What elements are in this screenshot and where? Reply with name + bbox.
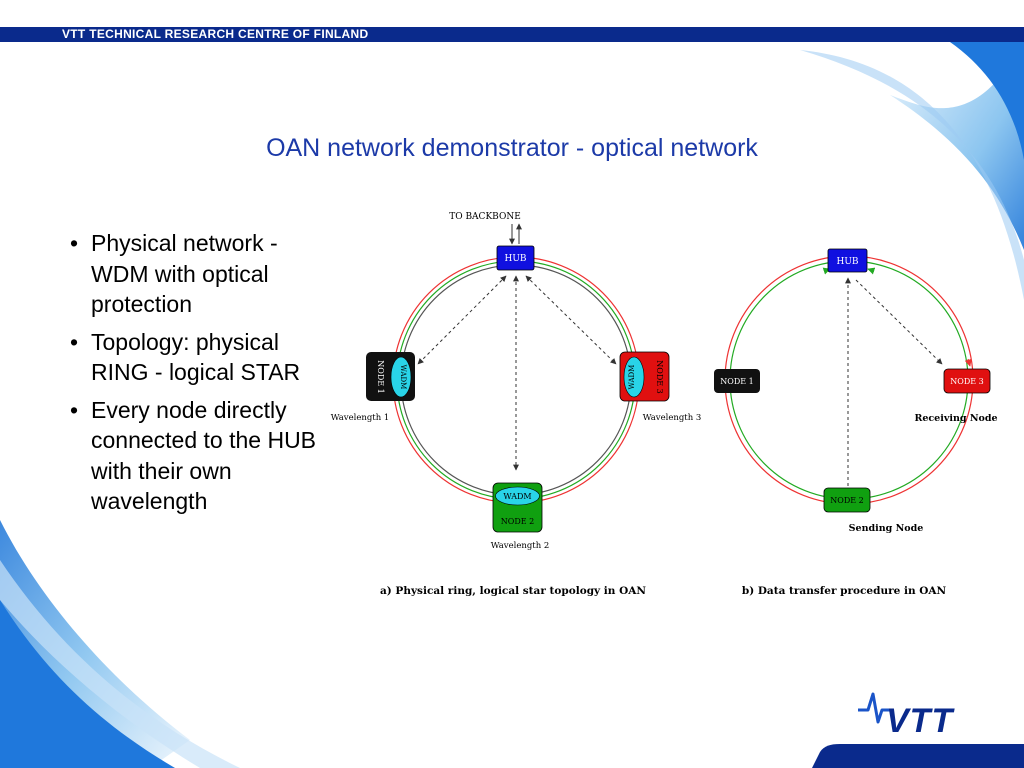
bullet-item: Every node directly connected to the HUB… xyxy=(68,395,330,517)
node3-label: NODE 3 xyxy=(950,377,983,386)
wavelength3-label: Wavelength 3 xyxy=(643,413,702,423)
receiving-node-label: Receiving Node xyxy=(914,413,997,424)
diagram-b: HUB NODE 1 NODE 3 Receiving Node NODE 2 … xyxy=(714,248,998,597)
ring-green xyxy=(729,260,969,500)
node1-a: NODE 1 WADM xyxy=(366,352,415,401)
wadm-label: WADM xyxy=(628,365,636,390)
node1-label: NODE 1 xyxy=(376,360,385,393)
node2-label: NODE 2 xyxy=(501,517,534,526)
slide-title: OAN network demonstrator - optical netwo… xyxy=(266,134,758,162)
logical-link-node3 xyxy=(525,275,617,365)
bullet-item: Physical network - WDM with optical prot… xyxy=(68,228,330,320)
backbone-label: TO BACKBONE xyxy=(449,212,521,222)
node2-label: NODE 2 xyxy=(830,496,863,505)
bullet-list: Physical network - WDM with optical prot… xyxy=(68,228,330,524)
node3-a: WADM NODE 3 xyxy=(619,351,670,402)
node1-label: NODE 1 xyxy=(720,377,753,386)
green-flow-arrow xyxy=(867,267,876,275)
node1-box xyxy=(714,369,760,393)
wadm-ellipse xyxy=(390,356,412,398)
node3-label: NODE 3 xyxy=(655,360,664,393)
ring-red xyxy=(724,255,974,505)
logical-link-hub-node3 xyxy=(855,279,943,365)
vtt-logo-text: VTT xyxy=(886,702,955,738)
caption-b: b) Data transfer procedure in OAN xyxy=(742,585,947,597)
wadm-label: WADM xyxy=(399,365,407,390)
logical-link-node1 xyxy=(417,275,507,365)
organization-name: VTT TECHNICAL RESEARCH CENTRE OF FINLAND xyxy=(62,27,369,41)
hub-box xyxy=(827,248,868,273)
hub-label: HUB xyxy=(504,254,526,264)
wavelength2-label: Wavelength 2 xyxy=(491,541,550,551)
node3-box xyxy=(943,368,991,394)
wadm-label: WADM xyxy=(503,492,531,501)
hub-box xyxy=(496,245,535,271)
diagram-a: TO BACKBONE HUB NODE 1 WADM Wavelength 1… xyxy=(331,212,702,597)
hub-label: HUB xyxy=(836,257,858,267)
network-diagram: TO BACKBONE HUB NODE 1 WADM Wavelength 1… xyxy=(331,212,998,597)
node2-box xyxy=(823,487,871,513)
node2-a: WADM NODE 2 xyxy=(492,482,543,533)
header-bar: VTT TECHNICAL RESEARCH CENTRE OF FINLAND xyxy=(0,27,1024,42)
wadm-ellipse xyxy=(495,486,540,506)
bullet-item: Topology: physical RING - logical STAR xyxy=(68,327,330,388)
wadm-ellipse xyxy=(623,356,645,398)
red-flow-arrow xyxy=(964,358,972,367)
vtt-logo-mark: VTT xyxy=(858,692,955,740)
vtt-logo: VTT xyxy=(856,688,980,740)
caption-a: a) Physical ring, logical star topology … xyxy=(380,585,646,597)
sending-node-label: Sending Node xyxy=(849,523,924,534)
wavelength1-label: Wavelength 1 xyxy=(331,413,390,423)
